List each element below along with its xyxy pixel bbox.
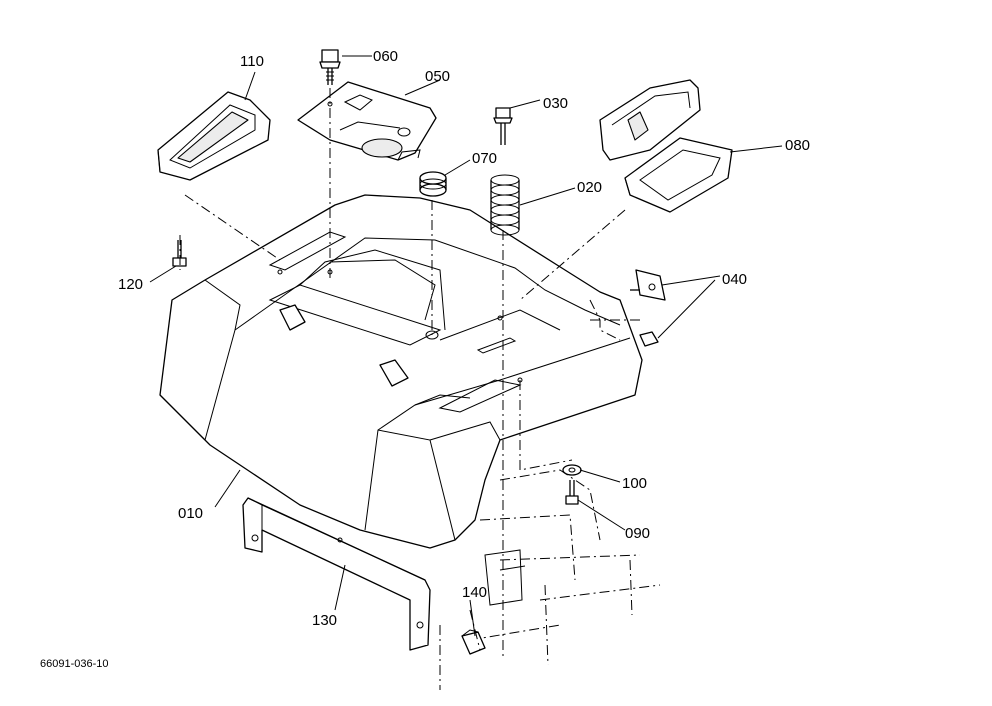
part-050-lid bbox=[297, 81, 437, 161]
part-070-plug bbox=[419, 171, 447, 197]
part-100-washer bbox=[562, 464, 582, 476]
part-090-bolt bbox=[565, 480, 579, 505]
label-110: 110 bbox=[240, 53, 264, 70]
figure-number: 66091-036-10 bbox=[40, 658, 109, 670]
part-110-handle bbox=[157, 91, 271, 181]
part-040-bracket bbox=[630, 269, 666, 347]
label-100: 100 bbox=[622, 475, 647, 492]
part-020-spring bbox=[490, 174, 520, 236]
part-010-cover bbox=[159, 194, 643, 549]
label-140: 140 bbox=[462, 584, 487, 601]
assembly-lines bbox=[179, 88, 640, 660]
part-labels: 060 050 110 030 080 070 020 040 120 100 … bbox=[40, 48, 810, 670]
part-030-bolt bbox=[493, 107, 513, 145]
label-030: 030 bbox=[543, 95, 568, 112]
label-120: 120 bbox=[118, 276, 143, 293]
part-080-box bbox=[599, 79, 733, 213]
label-070: 070 bbox=[472, 150, 497, 167]
label-060: 060 bbox=[373, 48, 398, 65]
part-060-bolt bbox=[319, 49, 341, 85]
part-130-bracket bbox=[242, 497, 431, 651]
part-140-bolt bbox=[439, 625, 486, 690]
label-010: 010 bbox=[178, 505, 203, 522]
frame-sketch bbox=[469, 469, 661, 666]
label-130: 130 bbox=[312, 612, 337, 629]
label-090: 090 bbox=[625, 525, 650, 542]
label-020: 020 bbox=[577, 179, 602, 196]
leader-lines bbox=[149, 55, 783, 637]
label-040: 040 bbox=[722, 271, 747, 288]
label-050: 050 bbox=[425, 68, 450, 85]
label-080: 080 bbox=[785, 137, 810, 154]
